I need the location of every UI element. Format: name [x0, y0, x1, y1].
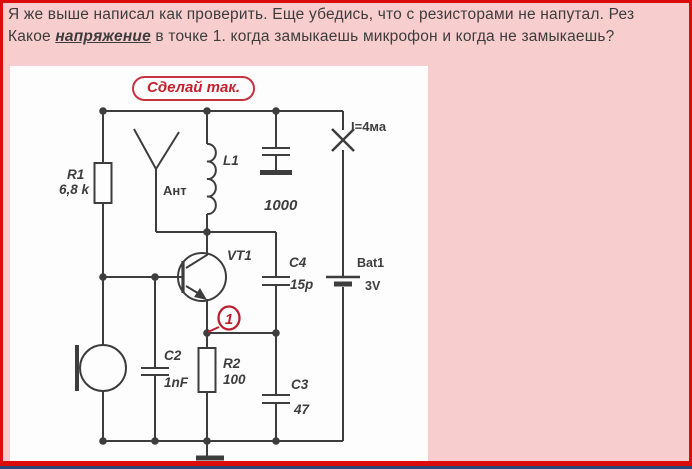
r2-value: 100: [223, 372, 246, 387]
border-bottom-red: [0, 461, 692, 466]
post-text-line1: Я же выше написал как проверить. Еще убе…: [8, 6, 635, 23]
capacitor-c2-symbol: [141, 367, 169, 376]
c2-value: 1nF: [164, 375, 189, 390]
border-left: [0, 0, 3, 469]
schematic-image: 1 R1 6,8 k Ант L1 1000 I=4ма VT1 C4 15p …: [10, 66, 428, 461]
l1-label: L1: [223, 153, 239, 168]
resistor-r1-symbol: [93, 162, 113, 204]
border-right: [689, 0, 692, 469]
test-point-1-marker: 1: [207, 305, 241, 333]
battery-label: Bat1: [357, 256, 384, 270]
r1-value: 6,8 k: [59, 182, 91, 197]
inductor-l1-symbol: [206, 142, 217, 216]
antenna-symbol: [133, 128, 180, 170]
battery-symbol: [326, 275, 360, 287]
border-top: [0, 0, 692, 3]
border-bottom-navy: [0, 466, 692, 469]
resistor-r2-symbol: [197, 347, 217, 393]
transistor-symbol: [177, 232, 227, 333]
c4-value: 15p: [290, 277, 313, 292]
c3-label: C3: [291, 377, 309, 392]
vt1-label: VT1: [227, 248, 252, 263]
r1-label: R1: [67, 167, 84, 182]
break-x-mark: [331, 128, 355, 152]
post-text: Я же выше написал как проверить. Еще убе…: [8, 4, 689, 48]
c1-value: 1000: [264, 197, 298, 214]
capacitor-c4-symbol: [262, 276, 290, 286]
c2-label: C2: [164, 348, 182, 363]
antenna-label: Ант: [163, 183, 187, 198]
emphasis-voltage: напряжение: [55, 28, 151, 45]
battery-value: 3V: [365, 279, 381, 293]
circuit-svg: 1 R1 6,8 k Ант L1 1000 I=4ма VT1 C4 15p …: [59, 107, 387, 461]
capacitor-c3-symbol: [262, 394, 290, 404]
junction-dots: [99, 107, 280, 445]
current-label: I=4ма: [351, 119, 387, 134]
microphone-symbol: [75, 344, 127, 392]
circuit-wires: [102, 110, 344, 456]
c3-value: 47: [293, 402, 311, 417]
make-it-so-badge: Сделай так.: [132, 76, 256, 101]
test-point-1-label: 1: [225, 311, 233, 328]
post-text-line2: Какое напряжение в точке 1. когда замыка…: [8, 28, 615, 45]
r2-label: R2: [223, 356, 241, 371]
capacitor-c1-symbol: [260, 147, 292, 175]
c4-label: C4: [289, 255, 307, 270]
